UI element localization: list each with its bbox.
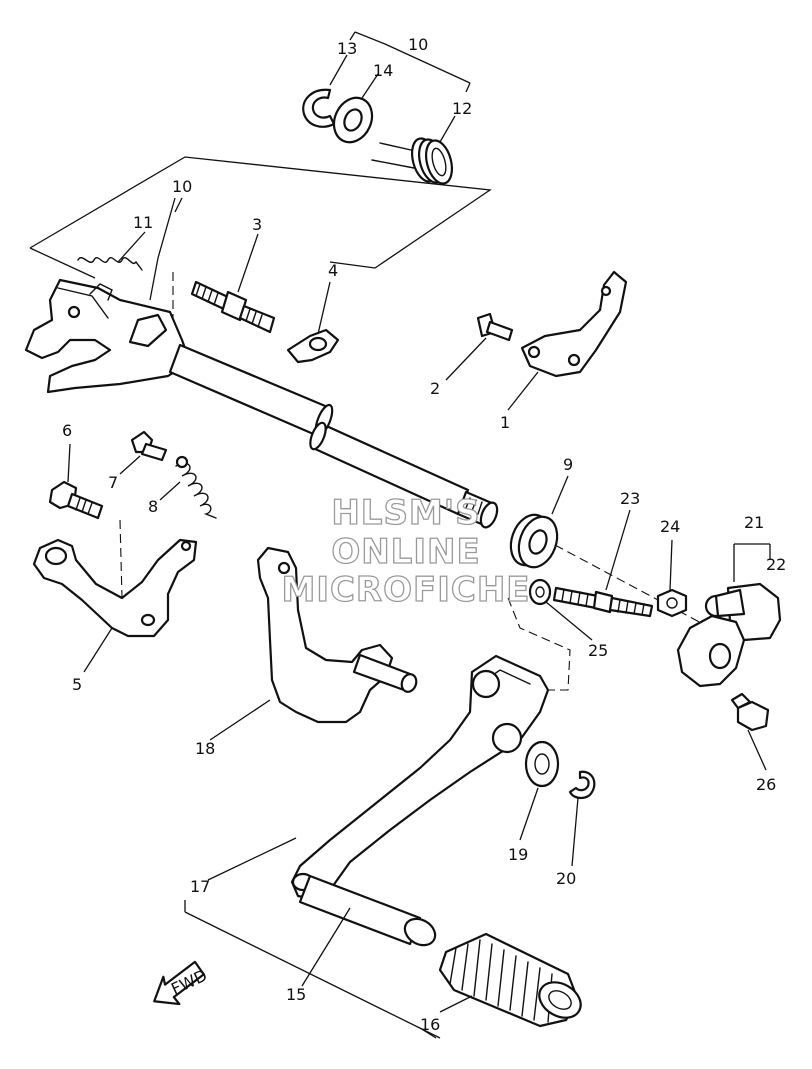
label-23: 23 bbox=[620, 489, 640, 508]
label-8: 8 bbox=[148, 497, 158, 516]
label-26: 26 bbox=[756, 775, 776, 794]
bracket-10-top bbox=[349, 31, 471, 93]
clip-part-20 bbox=[568, 770, 596, 800]
label-1: 1 bbox=[500, 413, 510, 432]
label-10-mid: 10 bbox=[172, 177, 192, 196]
nut-part-24 bbox=[656, 588, 688, 618]
bracket-21 bbox=[733, 543, 771, 582]
label-21: 21 bbox=[744, 513, 764, 532]
label-14: 14 bbox=[373, 61, 393, 80]
label-10-top: 10 bbox=[408, 35, 428, 54]
bracket-15 bbox=[184, 900, 441, 1039]
watermark-line-1: HLSM'S bbox=[331, 492, 481, 533]
label-18: 18 bbox=[195, 739, 215, 758]
label-24: 24 bbox=[660, 517, 680, 536]
watermark-line-2: ONLINE bbox=[331, 531, 481, 572]
shift-lever-part-18 bbox=[256, 546, 418, 724]
shift-shaft-assembly-part-10 bbox=[24, 278, 499, 529]
bolt-part-7 bbox=[130, 430, 168, 462]
washer-part-19 bbox=[524, 740, 560, 788]
label-19: 19 bbox=[508, 845, 528, 864]
watermark-line-3: MICROFICHE bbox=[281, 569, 531, 610]
nut-part-25 bbox=[528, 578, 552, 606]
label-11: 11 bbox=[133, 213, 153, 232]
label-17: 17 bbox=[190, 877, 210, 896]
torsion-spring-part-12 bbox=[371, 137, 454, 185]
shift-arm-part-5 bbox=[32, 538, 198, 638]
label-3: 3 bbox=[252, 215, 262, 234]
label-15: 15 bbox=[286, 985, 306, 1004]
stud-bolt-part-3 bbox=[190, 280, 276, 334]
circlip-part-13 bbox=[302, 88, 336, 128]
label-13: 13 bbox=[337, 39, 357, 58]
label-6: 6 bbox=[62, 421, 72, 440]
fwd-label: FWD bbox=[168, 966, 210, 999]
rod-end-part-22 bbox=[704, 582, 782, 642]
washer-part-14 bbox=[332, 96, 374, 144]
bolt-part-2 bbox=[476, 312, 514, 342]
label-7: 7 bbox=[108, 473, 118, 492]
shift-pedal-part-17 bbox=[290, 654, 550, 947]
spring-part-8 bbox=[175, 455, 217, 519]
assembly-frame-10-lower bbox=[29, 156, 492, 279]
rod-part-23 bbox=[552, 586, 654, 618]
label-25: 25 bbox=[588, 641, 608, 660]
bolt-part-6 bbox=[48, 480, 104, 520]
label-5: 5 bbox=[72, 675, 82, 694]
pedal-rubber-part-16 bbox=[438, 932, 582, 1028]
leader-lines bbox=[67, 54, 767, 1013]
spring-part-11 bbox=[77, 257, 143, 271]
label-4: 4 bbox=[328, 261, 338, 280]
label-20: 20 bbox=[556, 869, 576, 888]
oil-seal-part-9 bbox=[509, 513, 559, 569]
label-22: 22 bbox=[766, 555, 786, 574]
stopper-lever-part-1 bbox=[520, 270, 628, 378]
rod-end-part-21 bbox=[676, 614, 746, 688]
label-9: 9 bbox=[563, 455, 573, 474]
bolt-part-26 bbox=[730, 692, 770, 732]
label-2: 2 bbox=[430, 379, 440, 398]
label-12: 12 bbox=[452, 99, 472, 118]
lock-washer-part-4 bbox=[286, 328, 340, 364]
callout-labels: 10 13 14 12 10 11 3 4 2 1 6 7 8 5 9 23 2… bbox=[62, 35, 786, 1034]
forward-direction-arrow: FWD bbox=[153, 960, 210, 1006]
label-16: 16 bbox=[420, 1015, 440, 1034]
